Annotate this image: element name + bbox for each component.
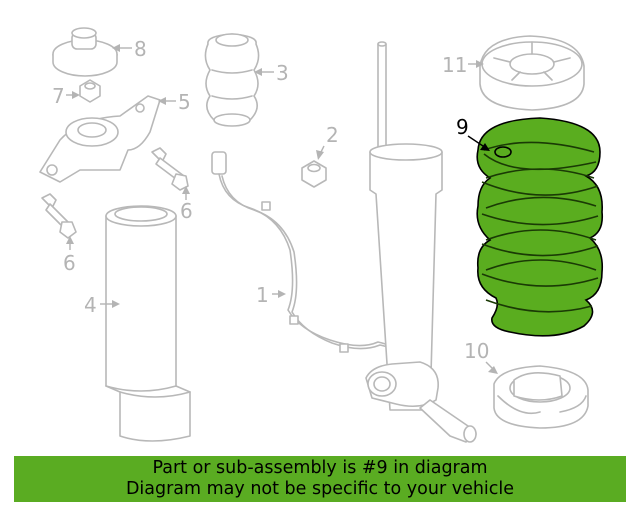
- part-7-nut[interactable]: [79, 79, 101, 103]
- part-10-lower-spring-seat[interactable]: [493, 365, 589, 429]
- callout-4[interactable]: 4: [84, 293, 97, 317]
- part-4-dust-boot[interactable]: [105, 205, 191, 442]
- banner-line-part: Part or sub-assembly is #9 in diagram: [152, 458, 488, 478]
- callout-5[interactable]: 5: [178, 90, 191, 114]
- callout-10[interactable]: 10: [464, 339, 489, 363]
- part-2-nut[interactable]: [301, 160, 327, 188]
- part-9-coil-spring[interactable]: [476, 117, 604, 337]
- info-banner: Part or sub-assembly is #9 in diagram Di…: [14, 456, 626, 502]
- part-3-bump-stop[interactable]: [204, 33, 260, 127]
- part-11-upper-spring-seat[interactable]: [479, 35, 585, 111]
- shock-absorber[interactable]: [365, 41, 477, 443]
- banner-line-disclaimer: Diagram may not be specific to your vehi…: [125, 479, 515, 499]
- part-8-mount-cap[interactable]: [52, 27, 118, 77]
- callout-2[interactable]: 2: [326, 123, 339, 147]
- callout-9[interactable]: 9: [456, 115, 469, 139]
- callout-6-lower[interactable]: 6: [63, 251, 76, 275]
- callout-8[interactable]: 8: [134, 37, 147, 61]
- callout-6-upper[interactable]: 6: [180, 199, 193, 223]
- callout-7[interactable]: 7: [52, 84, 65, 108]
- parts-diagram: 8 7 5 6 6 3 2: [39, 27, 604, 443]
- part-1-sensor-wire[interactable]: [211, 151, 415, 361]
- part-6-bolt-upper[interactable]: [151, 147, 189, 191]
- part-5-bracket[interactable]: [39, 95, 161, 183]
- callout-1[interactable]: 1: [256, 283, 269, 307]
- part-6-bolt-lower[interactable]: [41, 193, 77, 239]
- callout-3[interactable]: 3: [276, 61, 289, 85]
- callout-11[interactable]: 11: [442, 53, 467, 77]
